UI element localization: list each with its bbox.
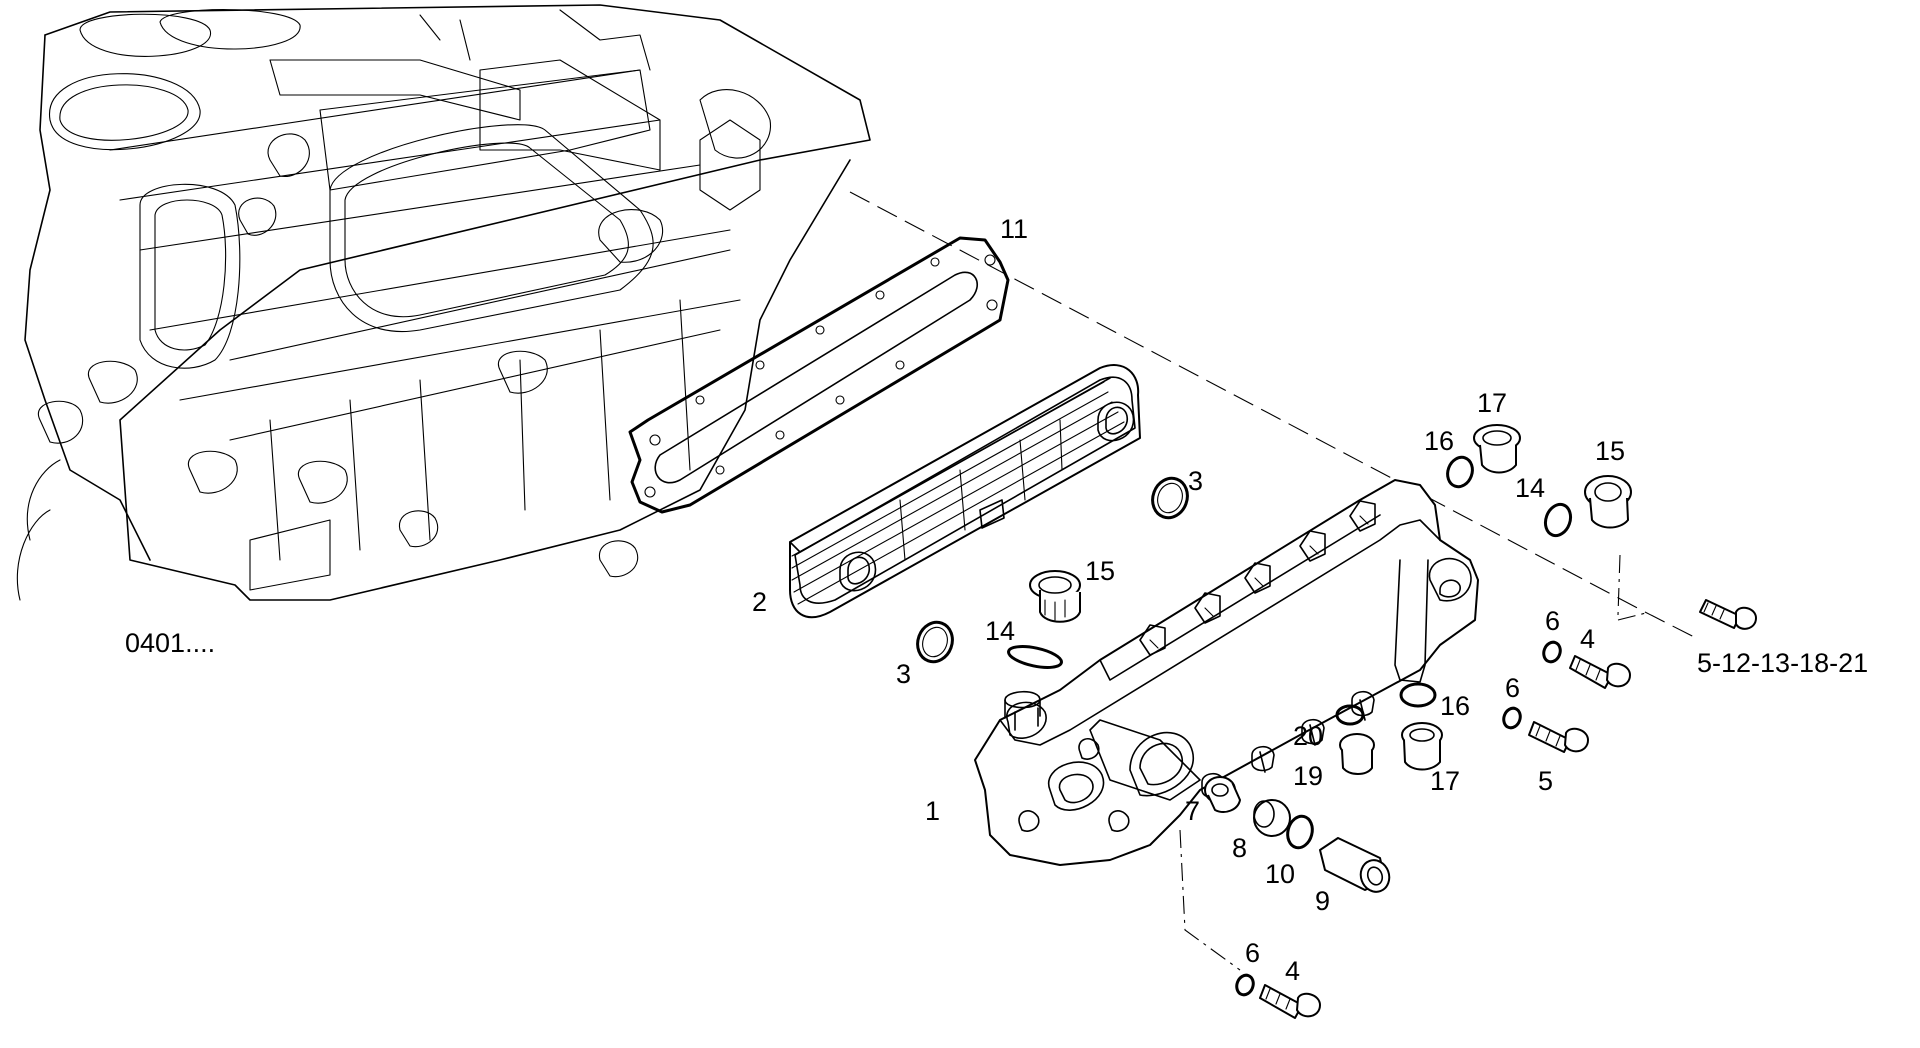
callout-4: 4 [1285,956,1300,986]
callout-5: 5 [1538,766,1553,796]
oil-cooler [789,364,1141,619]
callout-4: 4 [1580,624,1595,654]
callout-6: 6 [1245,938,1260,968]
callout-1: 1 [925,796,940,826]
o-ring-3-lower [916,620,954,664]
seal-ring-16-upper [1446,455,1474,489]
plug-19 [1339,733,1375,775]
guide-line-right [1617,554,1651,621]
reference-label: 0401.... [125,628,215,658]
callout-15: 15 [1595,436,1625,466]
callout-11: 11 [1000,214,1028,244]
seal-ring-14-right [1543,502,1573,538]
assembly-axis [849,191,1646,613]
bolt-4-upper [1569,655,1631,689]
callout-17: 17 [1430,766,1460,796]
callout-labels: 0401.... 5-12-13-18-21 11 17 16 15 14 3 … [125,214,1868,986]
bolt-5 [1528,721,1589,753]
callout-8: 8 [1232,833,1247,863]
callout-20: 20 [1293,721,1323,751]
bolt-5-12-13-18-21 [1699,599,1757,630]
callout-14: 14 [985,616,1015,646]
engine-block [16,4,871,601]
callout-10: 10 [1265,859,1295,889]
guide-line-bottom [1179,829,1241,971]
callout-3: 3 [896,659,911,689]
sensor-9 [1319,837,1391,893]
callout-19: 19 [1293,761,1323,791]
seal-ring-14-left [1007,645,1063,669]
washer-6-middle [1502,706,1522,730]
callout-2: 2 [752,587,767,617]
bolt-4-lower [1259,984,1321,1019]
assembly-axis-end [1644,611,1701,641]
ring-10 [1286,814,1314,850]
callout-6: 6 [1545,606,1560,636]
o-ring-3-upper [1151,476,1189,520]
gasket [628,236,1010,514]
callout-6: 6 [1505,673,1520,703]
bolt-group-label: 5-12-13-18-21 [1697,648,1868,678]
seal-ring-20 [1335,704,1365,726]
plug-17-lower [1401,722,1443,771]
union-7 [1204,776,1241,813]
plug-15-right [1584,475,1632,529]
callout-16: 16 [1440,691,1470,721]
callout-14: 14 [1515,473,1545,503]
plug-17-upper [1473,424,1521,474]
callout-16: 16 [1424,426,1454,456]
callout-15: 15 [1085,556,1115,586]
washer-6-upper [1542,640,1562,664]
ring-8 [1253,799,1291,837]
seal-ring-16-lower [1399,682,1437,708]
callout-7: 7 [1185,796,1200,826]
callout-3: 3 [1188,466,1203,496]
callout-17: 17 [1477,388,1507,418]
plug-15-left [1029,570,1081,623]
washer-6-lower [1235,973,1255,997]
callout-9: 9 [1315,886,1330,916]
cooler-housing [974,479,1479,866]
